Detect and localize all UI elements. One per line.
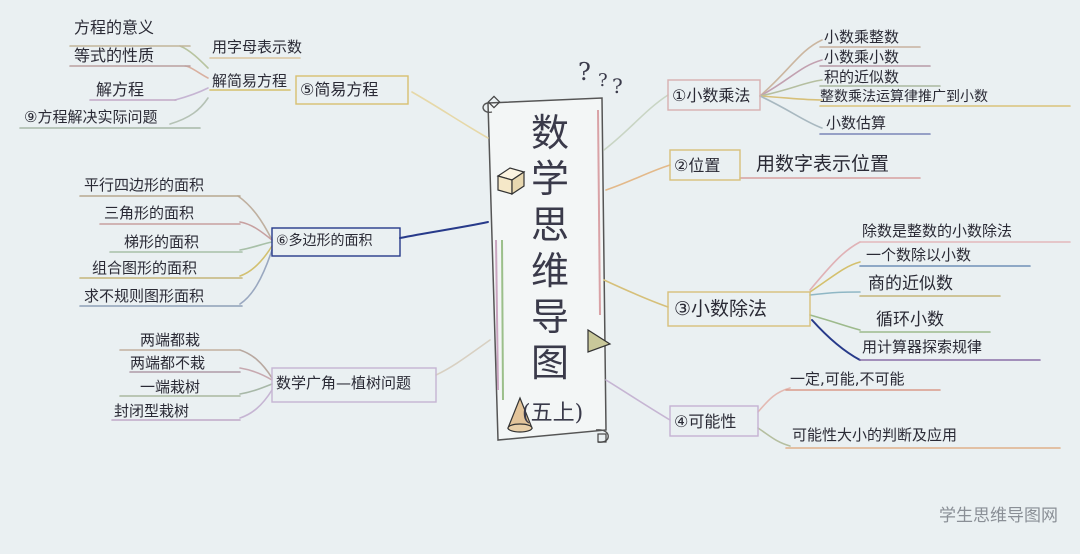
node-text: 封闭型栽树 — [114, 402, 190, 420]
branch-label-b1: ①小数乘法 — [672, 86, 751, 105]
node-text: 方程的意义 — [74, 18, 155, 37]
center-title-char: 学 — [530, 157, 569, 201]
node-text: 一定,可能,不可能 — [790, 370, 905, 388]
node-text: 两端都栽 — [140, 331, 201, 349]
node-text: 用数字表示位置 — [756, 153, 890, 175]
branch-box-b2 — [669, 149, 741, 181]
node-text: 小数估算 — [826, 114, 887, 132]
center-title: 数 学 思 维 导 图 — [520, 110, 580, 386]
triangle-icon — [587, 328, 612, 353]
node-text: 解简易方程 — [212, 72, 288, 90]
question-mark-icon: ? — [612, 74, 623, 98]
center-title-char: 导 — [530, 295, 569, 339]
branch-label-b4: ④可能性 — [674, 412, 737, 431]
branch-box-b5 — [295, 75, 409, 105]
branch-label-b7: 数学广角—植树问题 — [276, 374, 412, 392]
center-title-char: 图 — [530, 341, 569, 385]
node-text: 平行四边形的面积 — [84, 176, 205, 194]
branch-label-b5: ⑤简易方程 — [300, 80, 379, 99]
node-text: 求不规则图形面积 — [84, 287, 205, 305]
question-mark-icon: ? — [578, 58, 591, 86]
branch-box-b7 — [271, 367, 437, 403]
node-text: ⑨方程解决实际问题 — [24, 108, 158, 126]
node-text: 一端栽树 — [140, 378, 201, 396]
node-text: 梯形的面积 — [124, 233, 200, 251]
cone-icon — [507, 396, 533, 433]
node-text: 解方程 — [96, 80, 145, 99]
node-text: 除数是整数的小数除法 — [862, 222, 1013, 240]
watermark: 学生思维导图网 — [939, 506, 1058, 526]
node-text: 用计算器探索规律 — [862, 338, 983, 356]
node-text: 等式的性质 — [74, 46, 155, 65]
branch-box-b4 — [669, 405, 759, 437]
branch-box-b6 — [271, 227, 401, 257]
branch-label-b3: ③小数除法 — [674, 298, 768, 320]
cube-icon — [496, 167, 526, 196]
node-text: 可能性大小的判断及应用 — [792, 426, 958, 444]
node-text: 小数乘小数 — [824, 48, 900, 66]
node-text: 积的近似数 — [824, 68, 900, 86]
node-text: 整数乘法运算律推广到小数 — [820, 89, 988, 105]
node-text: 组合图形的面积 — [92, 259, 198, 277]
node-text: 三角形的面积 — [104, 204, 195, 222]
node-text: 小数乘整数 — [824, 28, 900, 46]
question-mark-icon: ? — [598, 70, 608, 91]
branch-box-b3 — [667, 291, 811, 327]
center-title-char: 思 — [530, 203, 569, 247]
center-title-char: 维 — [530, 249, 569, 293]
node-text: 循环小数 — [876, 310, 944, 330]
node-text: 商的近似数 — [868, 274, 953, 294]
node-text: 用字母表示数 — [212, 38, 303, 56]
node-text: 两端都不栽 — [130, 354, 206, 372]
branch-label-b2: ②位置 — [674, 156, 721, 175]
branch-label-b6: ⑥多边形的面积 — [276, 233, 373, 249]
center-subtitle: (五上) — [522, 401, 584, 426]
center-title-char: 数 — [530, 111, 569, 155]
branch-box-b1 — [667, 79, 761, 111]
node-text: 一个数除以小数 — [866, 246, 972, 264]
